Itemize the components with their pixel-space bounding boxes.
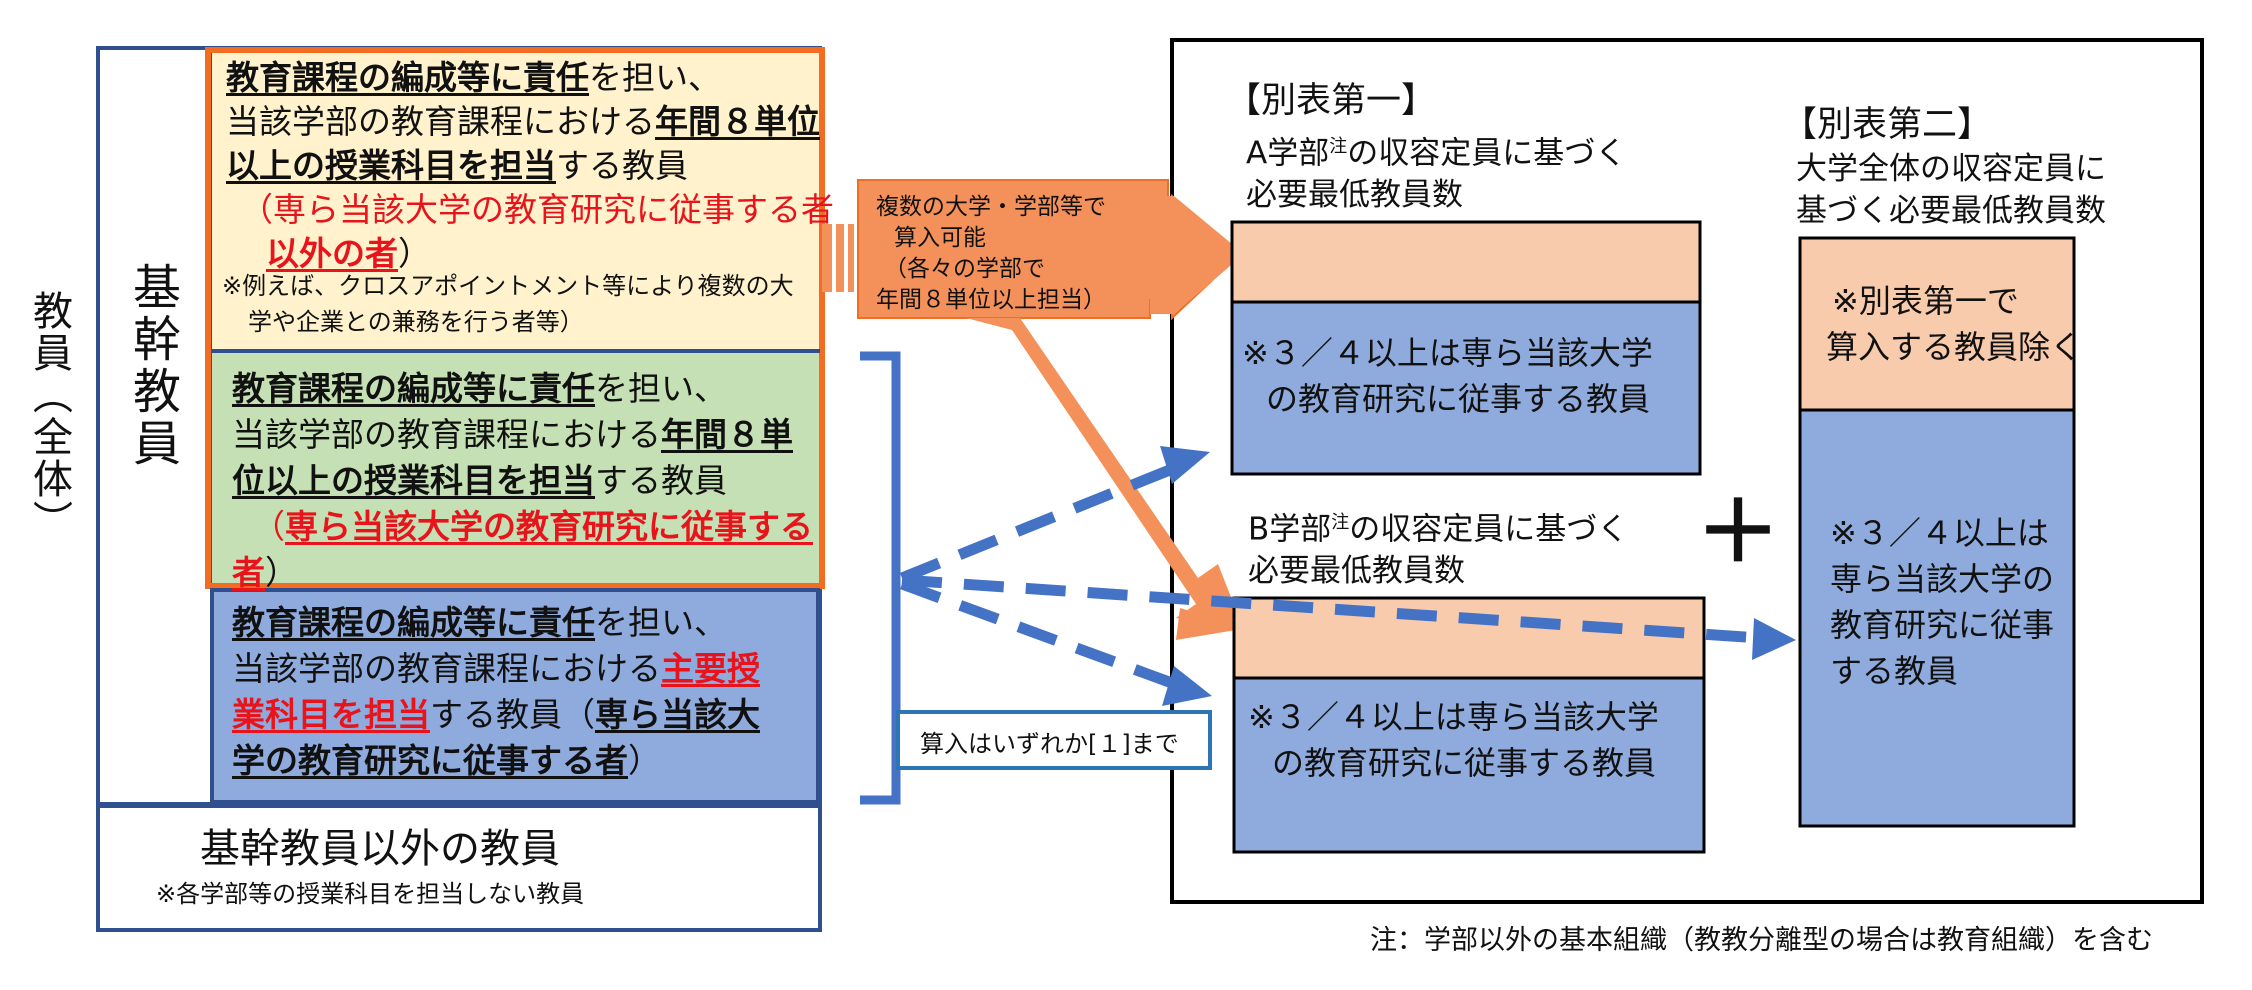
a-blue-text: ※３／４以上は専ら当該大学 の教育研究に従事する教員 bbox=[1242, 334, 1653, 418]
blue-bracket bbox=[860, 351, 901, 805]
box3-bg bbox=[210, 588, 820, 804]
b-peach bbox=[1232, 596, 1706, 680]
head-t2 bbox=[1752, 618, 1796, 660]
callout-arrow-head bbox=[1150, 196, 1244, 314]
b-label: B学部注の収容定員に基づく 必要最低教員数 bbox=[1248, 511, 1629, 590]
t2-orange-text: ※別表第一で 算入する教員除く bbox=[1826, 282, 2083, 366]
other-teachers-note: ※各学部等の授業科目を担当しない教員 bbox=[156, 880, 585, 908]
footnote: 注：学部以外の基本組織（教教分離型の場合は教育組織）を含む bbox=[1370, 925, 2153, 956]
t2-peach bbox=[1798, 236, 2076, 412]
diagonal-arrow bbox=[966, 318, 1244, 630]
count-box-text: 算入はいずれか[１]まで bbox=[920, 730, 1179, 758]
dashed-arrows bbox=[899, 459, 1761, 692]
diagonal-arrow-bottom bbox=[1176, 608, 1248, 640]
box3-text: 教育課程の編成等に責任を担い、 当該学部の教育課程における主要授 業科目を担当す… bbox=[232, 603, 760, 780]
other-teachers-title: 基幹教員以外の教員 bbox=[200, 826, 560, 872]
label-core-teachers: 基幹教員 bbox=[124, 262, 180, 470]
dash-to-t2 bbox=[901, 574, 1761, 644]
t2-blue-text: ※３／４以上は 専ら当該大学の 教育研究に従事 する教員 bbox=[1830, 514, 2055, 690]
core-column bbox=[96, 46, 214, 806]
a-label: A学部注の収容定員に基づく 必要最低教員数 bbox=[1246, 135, 1627, 214]
label-teachers-all: 教員（全体） bbox=[26, 290, 72, 542]
table1-title: 【別表第一】 bbox=[1226, 81, 1437, 121]
t2-label: 大学全体の収容定員に 基づく必要最低教員数 bbox=[1796, 151, 2106, 229]
b-blue-text: ※３／４以上は専ら当該大学 の教育研究に従事する教員 bbox=[1248, 698, 1659, 782]
head-a bbox=[1160, 446, 1210, 484]
count-box-frame bbox=[896, 710, 1212, 770]
dashed-arrow-heads bbox=[1160, 446, 1796, 706]
b-blue bbox=[1232, 676, 1706, 854]
callout-text: 複数の大学・学部等で 算入可能 （各々の学部で 年間８単位以上担当） bbox=[876, 194, 1106, 313]
t2-blue bbox=[1798, 408, 2076, 828]
plus-sign: ＋ bbox=[1696, 483, 1781, 581]
orange-comb bbox=[822, 224, 854, 292]
box1-text: 教育課程の編成等に責任を担い、 当該学部の教育課程における年間８単位 以上の授業… bbox=[226, 58, 834, 273]
box2-text: 教育課程の編成等に責任を担い、 当該学部の教育課程における年間８単 位以上の授業… bbox=[232, 369, 813, 592]
dash-to-b bbox=[900, 578, 1182, 692]
box1-bg bbox=[212, 50, 820, 350]
table2-title: 【別表第二】 bbox=[1782, 105, 1993, 145]
dash-to-a bbox=[899, 459, 1185, 584]
box12-orange-frame bbox=[205, 47, 825, 589]
a-peach bbox=[1230, 220, 1702, 304]
box1-note: ※例えば、クロスアポイントメント等により複数の大 学や企業との兼務を行う者等） bbox=[222, 272, 794, 336]
head-b bbox=[1162, 666, 1212, 706]
box2-bg bbox=[212, 352, 820, 584]
a-blue bbox=[1230, 300, 1702, 476]
